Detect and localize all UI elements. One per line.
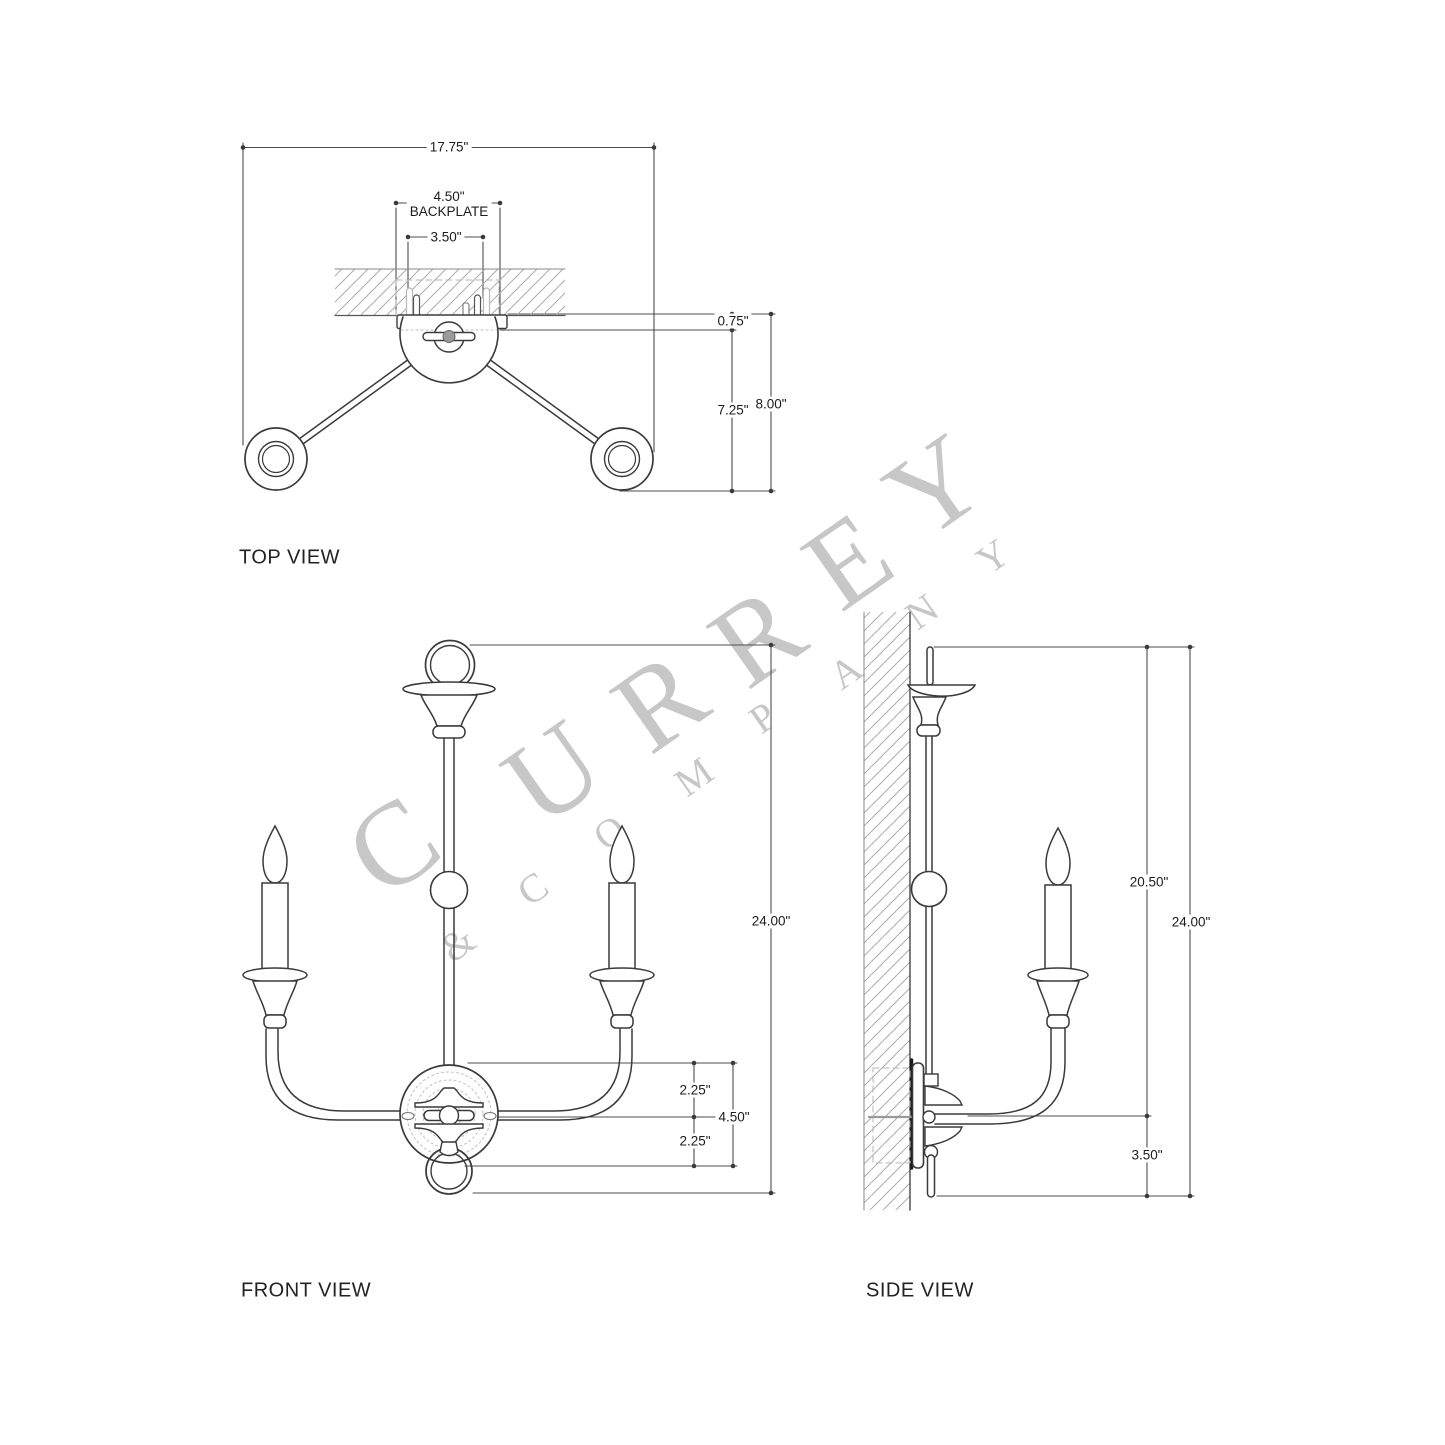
recessed-box-dashed xyxy=(872,1067,911,1164)
dim-top-depth-overall: 8.00" xyxy=(752,396,790,412)
side-view-stem xyxy=(906,646,977,1077)
top-view-label: TOP VIEW xyxy=(239,546,341,569)
dim-side-height: 24.00" xyxy=(1168,914,1214,930)
dim-side-top-to-arm: 20.50" xyxy=(1126,874,1172,890)
front-view-arms xyxy=(265,1028,633,1121)
side-view-dim-lines xyxy=(933,646,1195,1197)
dim-top-wall-offset: 0.75" xyxy=(714,313,752,329)
dim-top-width: 17.75" xyxy=(426,139,472,155)
dim-top-backplate-value: 4.50" xyxy=(433,189,465,204)
front-view-dim-dots xyxy=(691,642,774,1196)
top-view-arms xyxy=(298,358,600,445)
front-view-drawing xyxy=(242,639,776,1196)
side-view-dim-dots xyxy=(1144,644,1193,1199)
side-view-candle xyxy=(1027,826,1089,1029)
side-ring-edge xyxy=(926,1154,936,1198)
front-view-stem xyxy=(402,639,496,1089)
front-view-label: FRONT VIEW xyxy=(241,1279,372,1302)
top-view-candle-cups xyxy=(244,427,654,491)
side-view-arm xyxy=(934,1027,1066,1125)
stem-ball xyxy=(429,870,469,910)
top-view-wall-section xyxy=(334,268,566,317)
side-view-label: SIDE VIEW xyxy=(866,1279,974,1302)
screw-head xyxy=(922,1110,936,1124)
dim-top-backplate-word: BACKPLATE xyxy=(409,204,489,219)
front-view-ring xyxy=(425,1141,473,1195)
top-view-backplate xyxy=(396,314,508,384)
front-view-backplate xyxy=(399,1064,499,1164)
top-view-dim-dots xyxy=(240,145,774,494)
dim-top-depth-inner: 7.25" xyxy=(714,402,752,418)
dim-top-backplate: 4.50" BACKPLATE xyxy=(406,189,492,219)
side-view-backplate xyxy=(911,1062,964,1198)
dim-front-upper: 2.25" xyxy=(676,1082,714,1098)
side-view-drawing xyxy=(863,611,1195,1211)
dim-front-total: 4.50" xyxy=(715,1109,753,1125)
dim-side-arm-to-bottom: 3.50" xyxy=(1128,1147,1166,1163)
dim-top-screw-spacing: 3.50" xyxy=(427,229,465,245)
dim-front-height: 24.00" xyxy=(748,913,794,929)
side-view-wall xyxy=(863,611,926,1211)
dim-front-lower: 2.25" xyxy=(676,1133,714,1149)
front-view-candles xyxy=(242,824,655,1029)
